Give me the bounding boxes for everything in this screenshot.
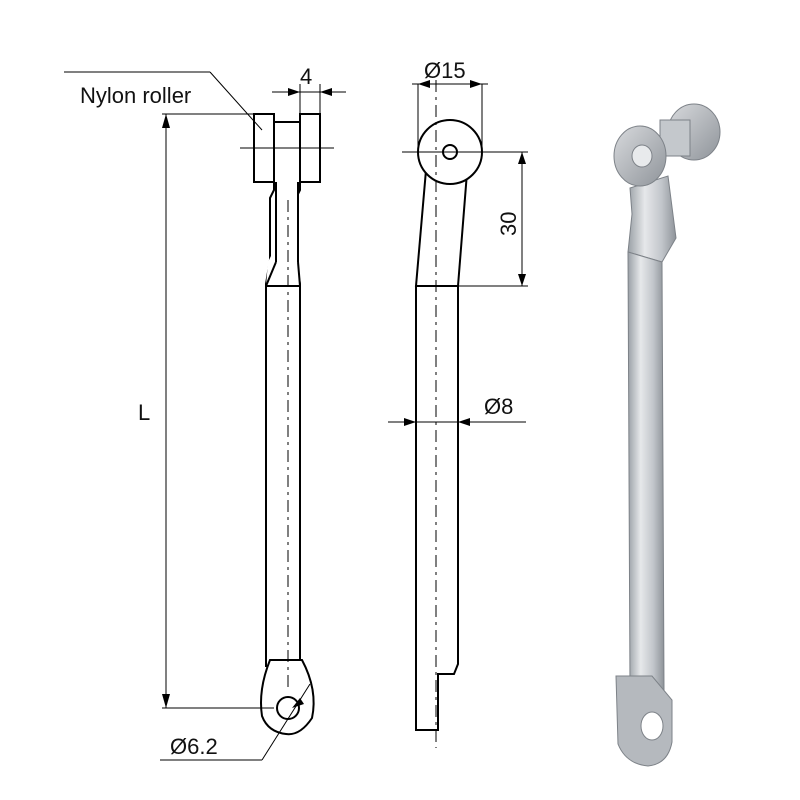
front-view bbox=[64, 71, 346, 761]
dim-hole-label: Ø6.2 bbox=[170, 734, 218, 759]
dim-offset-label: 30 bbox=[496, 212, 521, 236]
main-rod bbox=[265, 285, 301, 667]
upper-shank bbox=[266, 182, 300, 286]
dim-length-label: L bbox=[138, 400, 150, 425]
side-view bbox=[388, 80, 528, 748]
nylon-roller-label: Nylon roller bbox=[80, 83, 191, 108]
bottom-eye-hole bbox=[276, 696, 300, 720]
part-render bbox=[613, 103, 721, 767]
dim-roller-diameter-label: Ø15 bbox=[424, 58, 466, 83]
dim-width-label: 4 bbox=[300, 64, 312, 89]
side-shank bbox=[415, 285, 459, 731]
dim-rod-diameter-label: Ø8 bbox=[484, 394, 513, 419]
